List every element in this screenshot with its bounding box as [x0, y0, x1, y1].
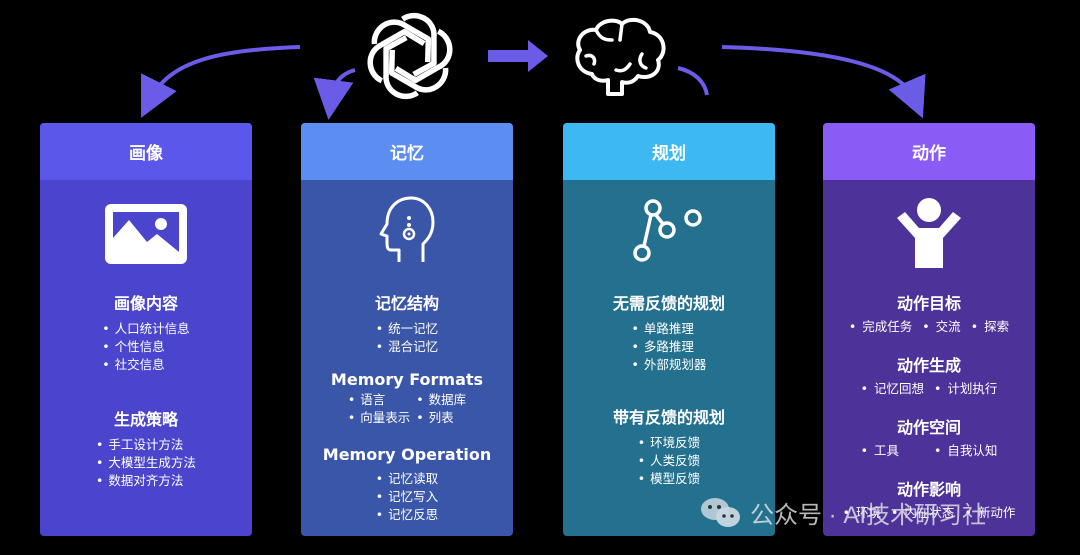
list-item: 手工设计方法 [96, 436, 196, 454]
list-item: 多路推理 [632, 338, 707, 356]
list-item: 交流 [922, 319, 960, 334]
list-item: 模型反馈 [638, 470, 700, 488]
flow-arrows [141, 40, 926, 120]
list-item: 记忆写入 [376, 488, 438, 506]
section-title: 动作影响 [896, 480, 961, 499]
list-item: 记忆回想 [861, 381, 924, 396]
list-item: 环境反馈 [638, 434, 700, 452]
card-title: 规划 [652, 144, 686, 164]
arrow-to-memory [313, 68, 356, 120]
arc-from-brain [677, 66, 709, 96]
arrow-to-profile [141, 45, 301, 118]
list-item: 外部规划器 [632, 356, 707, 374]
list-item: 自我认知 [934, 443, 997, 458]
list-item: 向量表示 [348, 409, 410, 427]
list-item: 列表 [416, 409, 466, 427]
profile-card-header: 画像 [40, 123, 252, 180]
section-title: Memory Operation [322, 445, 492, 464]
section-title: Memory Formats [330, 370, 484, 389]
list-item: 新动作 [964, 505, 1015, 520]
section-title: 画像内容 [113, 294, 178, 313]
list-item: 内在状态 [891, 505, 954, 520]
list-item: 环境 [843, 505, 881, 520]
section-title: 动作生成 [896, 356, 961, 375]
list-item: 数据对齐方法 [96, 472, 196, 490]
list-item: 单路推理 [632, 320, 707, 338]
list-item: 混合记忆 [376, 338, 438, 356]
card-title: 记忆 [390, 144, 424, 164]
watermark: 公众号 · AI技术研习社 [700, 495, 986, 530]
list-item: 计划执行 [934, 381, 997, 396]
watermark-text: 公众号 · AI技术研习社 [750, 502, 987, 529]
planning-nodes-icon [631, 198, 707, 264]
section-title: 无需反馈的规划 [612, 294, 725, 313]
list-item: 统一记忆 [376, 320, 438, 338]
image-icon [103, 202, 189, 266]
wechat-icon [700, 496, 742, 530]
action-card: 动作 动作目标 完成任务交流探索 动作生成 记忆回想计划执行 动作空间 工具 自我… [823, 123, 1035, 536]
head-memory-icon [377, 194, 437, 266]
list-item: 探索 [971, 319, 1009, 334]
list-item: 数据库 [416, 391, 467, 409]
section-title: 带有反馈的规划 [612, 408, 725, 427]
brain-icon [572, 14, 668, 102]
planning-card: 规划 无需反馈的规划 单路推理 多路推理 外部规划器 [563, 123, 775, 536]
person-arms-up-icon [893, 196, 965, 270]
memory-card: 记忆 记忆结构 统一记忆 混合记忆 Memory Formats 语言 数据库 [301, 123, 513, 536]
profile-card: 画像 画像内容 人口统计信息 个性信息 社交信息 生成策略 手工设计方法 大模型… [40, 123, 252, 536]
list-item: 语言 [348, 391, 410, 409]
list-item: 记忆读取 [376, 470, 438, 488]
list-item: 个性信息 [102, 338, 189, 356]
planning-card-header: 规划 [563, 123, 775, 180]
list-item: 记忆反思 [376, 506, 438, 524]
section-title: 动作目标 [896, 294, 961, 313]
list-item: 大模型生成方法 [96, 454, 196, 472]
card-title: 画像 [129, 144, 163, 164]
list-item: 人口统计信息 [102, 320, 190, 338]
arrow-to-action [721, 45, 926, 119]
list-item: 工具 [861, 443, 899, 458]
openai-logo-icon [362, 10, 458, 102]
list-item: 人类反馈 [638, 452, 700, 470]
section-title: 记忆结构 [374, 294, 439, 313]
list-item: 社交信息 [102, 356, 189, 374]
memory-card-header: 记忆 [301, 123, 513, 180]
card-title: 动作 [912, 144, 946, 164]
section-title: 动作空间 [896, 418, 961, 437]
list-item: 完成任务 [849, 319, 912, 334]
section-title: 生成策略 [113, 410, 178, 429]
action-card-header: 动作 [823, 123, 1035, 180]
